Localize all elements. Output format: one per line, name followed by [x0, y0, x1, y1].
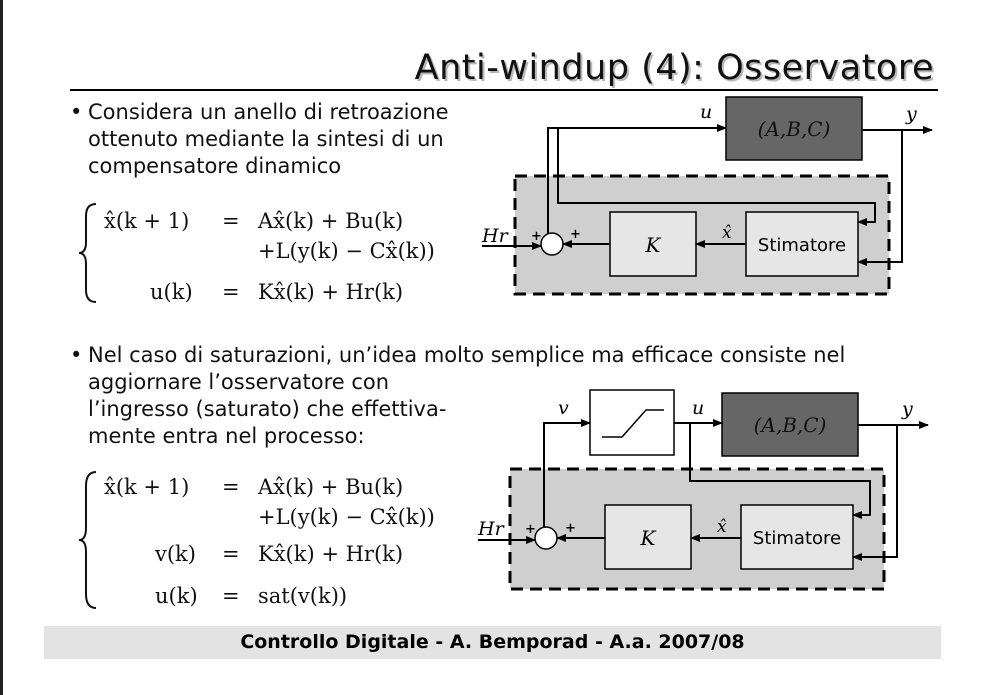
hr-label: Hr — [477, 518, 506, 540]
eq1-row1-rhs: Ax̂(k) + Bu(k) — [258, 209, 404, 233]
eq2-row1-eq: = — [222, 475, 240, 499]
estimator-label: Stimatore — [753, 528, 841, 549]
equation-2-brace — [78, 471, 97, 609]
saturation-icon — [602, 409, 664, 438]
eq2-row3-eq: = — [222, 542, 240, 566]
slide-footer: Controllo Digitale - A. Bemporad - A.a. … — [44, 626, 941, 659]
eq1-row3-eq: = — [222, 280, 240, 304]
gain-label: K — [645, 233, 662, 257]
bullet-2-line-4: mente entra nel processo: — [88, 424, 365, 448]
gain-block-k — [604, 504, 692, 570]
bullet-1-line-1: Considera un anello di retroazione — [88, 100, 449, 124]
plant-label: (A,B,C) — [758, 117, 831, 141]
bullet-2-line-2: aggiornare l’osservatore con — [88, 370, 390, 394]
eq2-row1-lhs: x̂(k + 1) — [104, 475, 190, 499]
title-underline — [70, 89, 938, 91]
eq1-row2-rhs: +L(y(k) − Cx̂(k)) — [258, 239, 435, 263]
eq2-row3-lhs: v(k) — [155, 542, 196, 566]
xhat-label: x̂ — [717, 517, 727, 537]
estimator-label: Stimatore — [758, 235, 846, 256]
block-diagram-1: (A,B,C) K Stimatore Hr + + x̂ u y — [481, 96, 933, 296]
xhat-label: x̂ — [722, 223, 732, 243]
plus-sign-hr: + — [525, 522, 536, 537]
u-label: u — [700, 101, 712, 123]
gain-label: K — [640, 526, 657, 550]
eq1-row3-rhs: Kx̂(k) + Hr(k) — [258, 280, 404, 304]
bullet-1-line-2: ottenuto mediante la sintesi di un — [88, 127, 444, 151]
gain-block-k — [609, 211, 697, 277]
plant-block — [721, 392, 859, 457]
bullet-2: • Nel caso di saturazioni, un’idea molto… — [70, 342, 846, 450]
eq1-row1-lhs: x̂(k + 1) — [104, 209, 190, 233]
summing-junction — [534, 526, 558, 550]
hr-label: Hr — [481, 225, 510, 247]
bullet-dot: • — [70, 343, 83, 367]
slide-left-border — [0, 0, 3, 695]
eq2-row4-eq: = — [222, 584, 240, 608]
y-label: y — [905, 103, 917, 125]
eq2-row2-rhs: +L(y(k) − Cx̂(k)) — [258, 505, 435, 529]
summing-junction — [540, 232, 564, 256]
plus-sign-k: + — [570, 227, 581, 242]
bullet-1-line-3: compensatore dinamico — [88, 154, 342, 178]
eq1-row1-eq: = — [222, 209, 240, 233]
plus-sign-k: + — [565, 521, 576, 536]
slide-title: Anti-windup (4): Osservatore — [414, 48, 934, 88]
saturation-block — [589, 389, 675, 456]
y-label: y — [901, 398, 913, 420]
estimator-block — [740, 504, 854, 570]
v-label: v — [558, 397, 569, 419]
bullet-1: • Considera un anello di retroazione ott… — [70, 99, 449, 180]
bullet-2-line-3: l’ingresso (saturato) che effettiva- — [88, 397, 447, 421]
u-label: u — [692, 397, 704, 419]
bullet-2-line-1: Nel caso di saturazioni, un’idea molto s… — [88, 343, 846, 367]
eq2-row4-lhs: u(k) — [155, 584, 198, 608]
plant-label: (A,B,C) — [754, 413, 827, 437]
eq2-row3-rhs: Kx̂(k) + Hr(k) — [258, 542, 404, 566]
bullet-dot: • — [70, 100, 83, 124]
eq1-row3-lhs: u(k) — [150, 280, 193, 304]
equation-1-brace — [78, 203, 97, 303]
plus-sign-hr: + — [531, 229, 542, 244]
eq2-row4-rhs: sat(v(k)) — [258, 584, 348, 608]
eq2-row1-rhs: Ax̂(k) + Bu(k) — [258, 475, 404, 499]
block-diagram-2: (A,B,C) K Stimatore Hr + + x̂ v u y — [477, 389, 929, 591]
